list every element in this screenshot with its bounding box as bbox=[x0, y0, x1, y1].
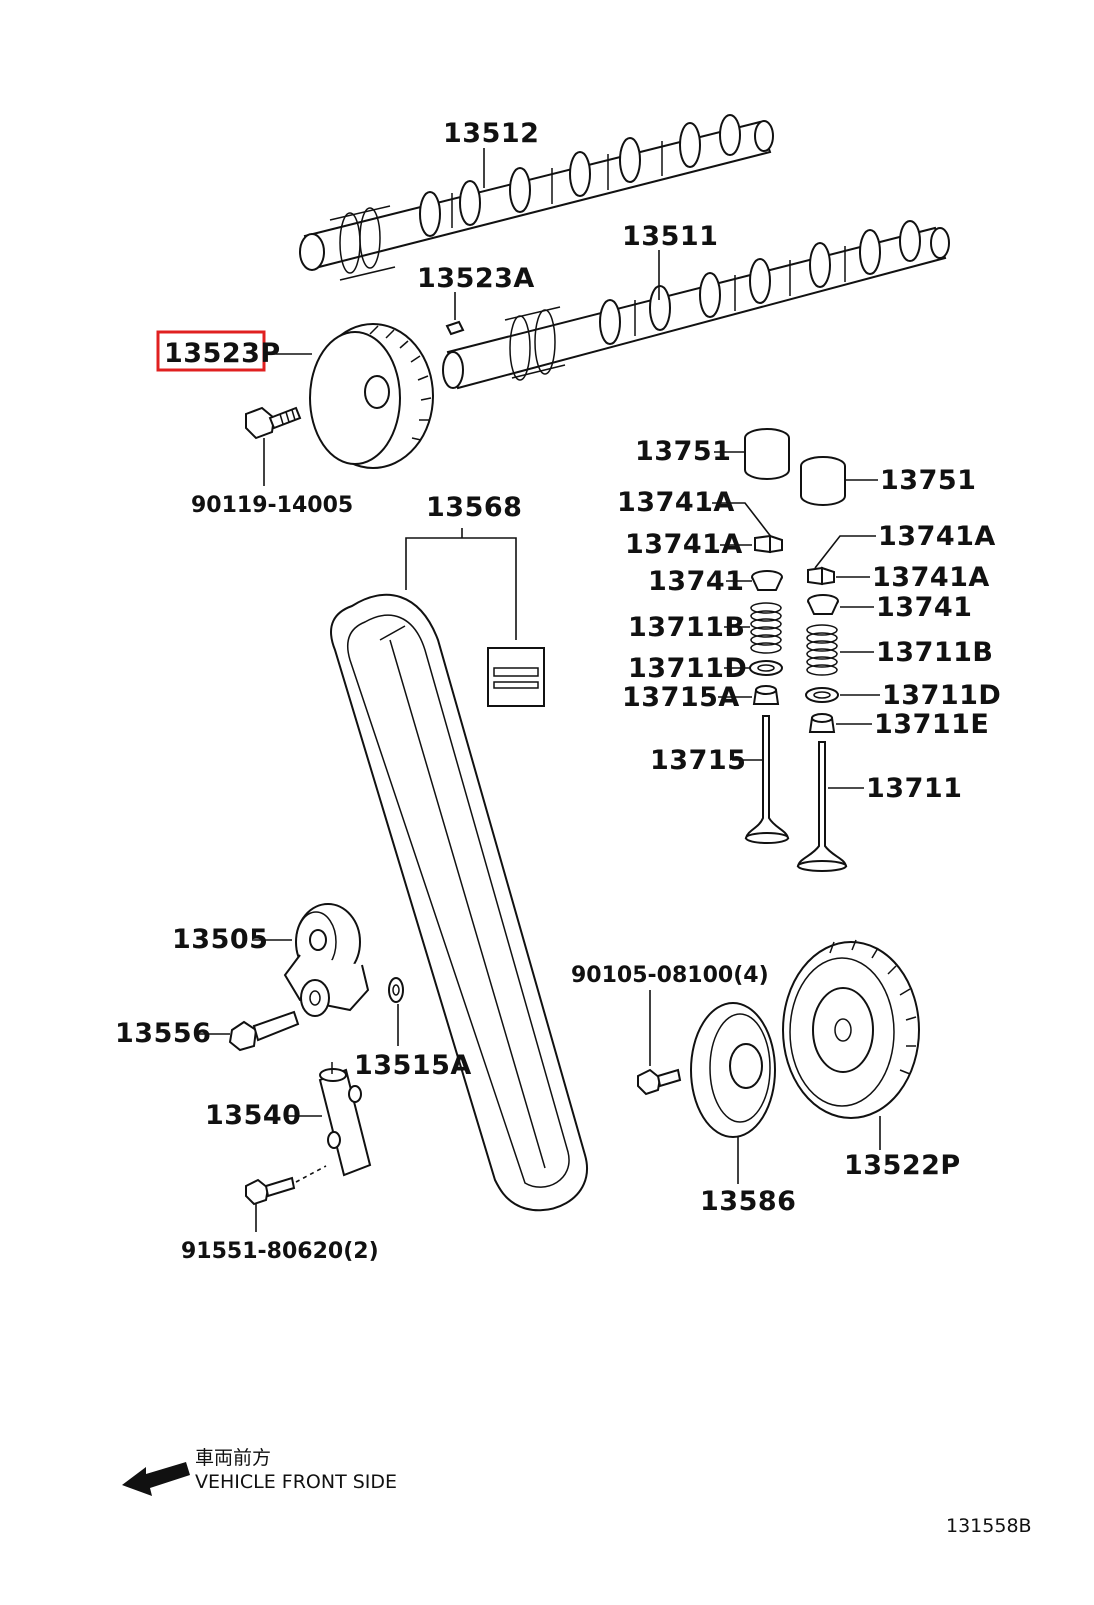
key-pin bbox=[445, 320, 465, 336]
part-label-13711B-right: 13711B bbox=[876, 637, 994, 668]
part-label-91551-80620: 91551-80620(2) bbox=[181, 1239, 379, 1264]
part-label-13540: 13540 bbox=[205, 1100, 301, 1131]
tensioner-bolt bbox=[245, 1176, 296, 1206]
highlight-box bbox=[156, 330, 266, 372]
part-label-13711D-right: 13711D bbox=[882, 680, 1001, 711]
intake-valve bbox=[796, 741, 848, 872]
part-label-13741A-3: 13741A bbox=[878, 521, 996, 552]
valve-lifter-right bbox=[800, 456, 846, 506]
plate-washer bbox=[388, 977, 404, 1003]
camshaft-lower bbox=[442, 220, 950, 390]
part-label-13523A: 13523A bbox=[417, 263, 535, 294]
part-label-13711: 13711 bbox=[866, 773, 962, 804]
direction-label-en: VEHICLE FRONT SIDE bbox=[195, 1471, 397, 1493]
vehicle-front-arrow-icon bbox=[122, 1462, 190, 1496]
flange-bolt bbox=[637, 1068, 682, 1096]
crankshaft-timing-pulley bbox=[782, 939, 920, 1119]
part-label-90105-08100: 90105-08100(4) bbox=[571, 963, 769, 988]
part-label-13556: 13556 bbox=[115, 1018, 211, 1049]
part-label-13505: 13505 bbox=[172, 924, 268, 955]
camshaft-upper bbox=[299, 114, 774, 281]
timing-belt bbox=[330, 593, 588, 1212]
part-label-13515A: 13515A bbox=[354, 1050, 472, 1081]
stem-oil-seal-right bbox=[808, 713, 836, 733]
spring-retainer-right bbox=[807, 594, 839, 615]
figure-code: 131558B bbox=[946, 1515, 1032, 1537]
spring-seat-right bbox=[805, 687, 839, 703]
part-label-13522P: 13522P bbox=[844, 1150, 961, 1181]
idler-bolt bbox=[228, 1010, 300, 1052]
idler-pulley bbox=[283, 903, 370, 1017]
pulley-bolt bbox=[245, 406, 302, 440]
valve-keeper-right bbox=[807, 566, 835, 586]
part-label-13586: 13586 bbox=[700, 1186, 796, 1217]
part-label-13751-left: 13751 bbox=[635, 436, 731, 467]
part-label-13751-right: 13751 bbox=[880, 465, 976, 496]
belt-guide-block bbox=[487, 647, 545, 707]
timing-belt-guide bbox=[690, 1002, 776, 1138]
part-label-13715: 13715 bbox=[650, 745, 746, 776]
valve-lifter-left bbox=[744, 428, 790, 480]
part-label-13523P[interactable]: 13523P bbox=[164, 338, 281, 369]
spring-seat-left bbox=[749, 660, 783, 676]
direction-label-jp: 車両前方 bbox=[195, 1447, 271, 1469]
part-label-13568: 13568 bbox=[426, 492, 522, 523]
camshaft-timing-pulley bbox=[309, 323, 434, 469]
spring-retainer-left bbox=[751, 570, 783, 591]
part-label-13512: 13512 bbox=[443, 118, 539, 149]
leader-13568 bbox=[405, 537, 517, 640]
valve-spring-left bbox=[750, 602, 782, 654]
part-label-13741-right: 13741 bbox=[876, 592, 972, 623]
exhaust-valve bbox=[744, 715, 790, 844]
belt-tensioner bbox=[318, 1062, 372, 1177]
part-label-13711E: 13711E bbox=[874, 709, 989, 740]
part-label-90119-14005: 90119-14005 bbox=[191, 493, 353, 518]
part-label-13741A-4: 13741A bbox=[872, 562, 990, 593]
part-label-13511: 13511 bbox=[622, 221, 718, 252]
valve-spring-right bbox=[806, 624, 838, 676]
stem-oil-seal-left bbox=[752, 685, 780, 705]
valve-keeper-left bbox=[754, 534, 783, 554]
